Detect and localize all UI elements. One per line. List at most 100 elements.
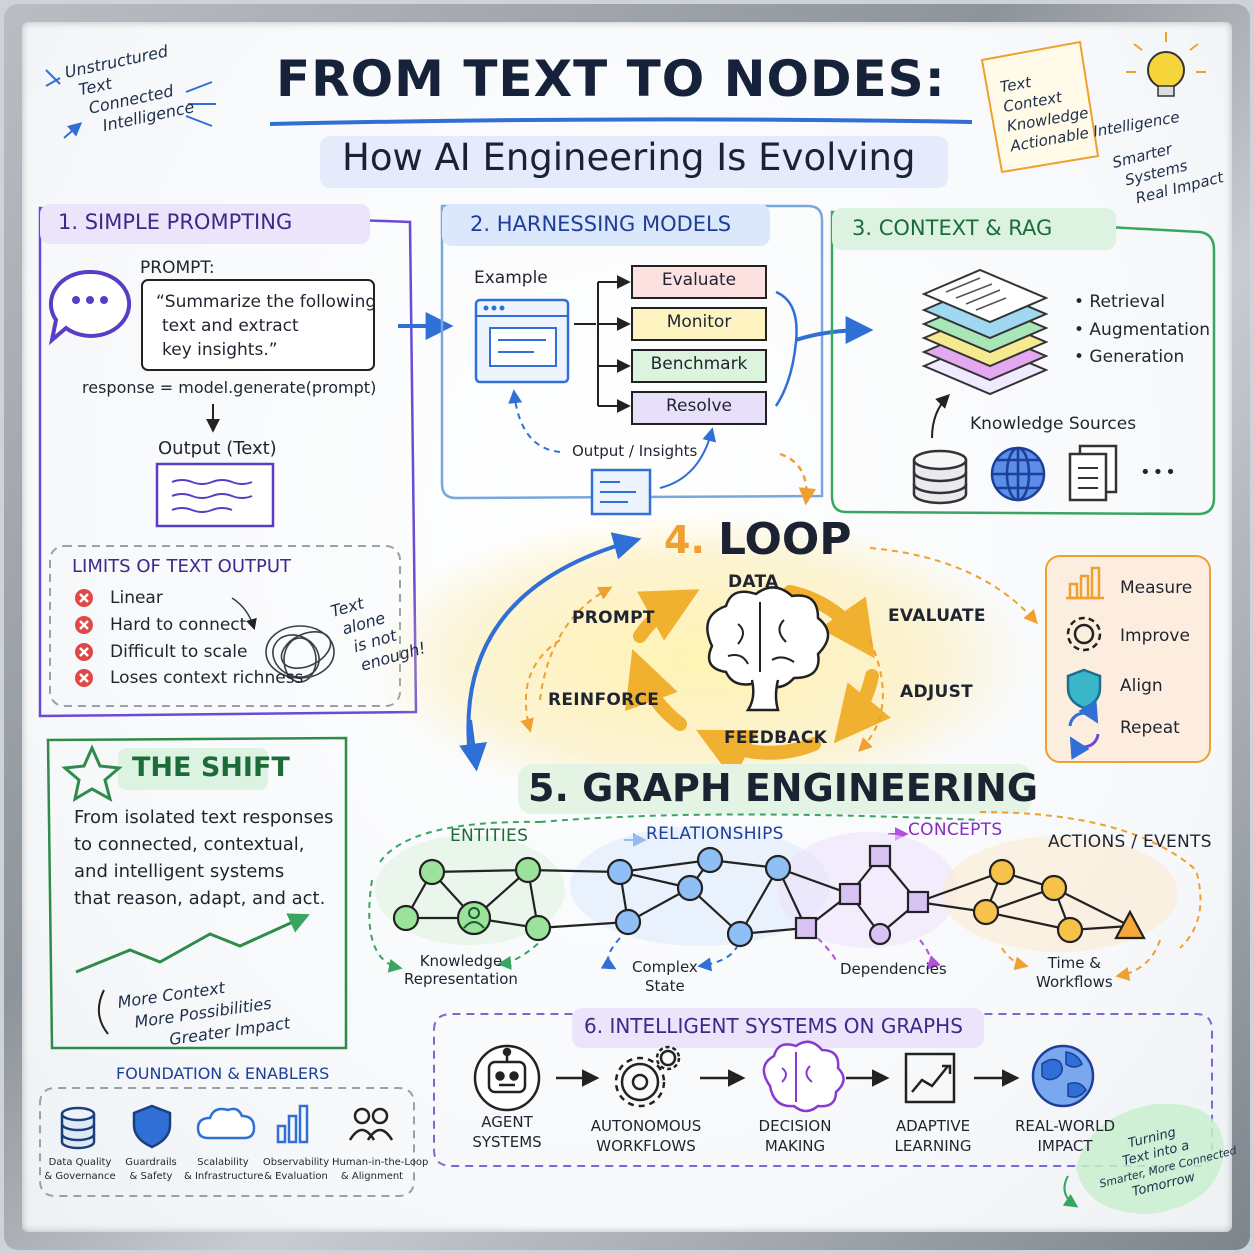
graph-bottom-kr: Knowledge Representation bbox=[404, 952, 518, 988]
foundation-line: Data Quality bbox=[48, 1157, 112, 1168]
speech-bubble-icon bbox=[48, 269, 132, 346]
s6-item-line: IMPACT bbox=[1037, 1137, 1093, 1155]
side-measure: Measure bbox=[1120, 578, 1193, 598]
s6-real-world-impact: REAL-WORLD IMPACT bbox=[1010, 1116, 1120, 1156]
rag-bullet: • Augmentation bbox=[1074, 320, 1211, 340]
prompt-label: PROMPT: bbox=[140, 258, 215, 278]
limit-item: Loses context richness bbox=[110, 668, 304, 688]
prompt-text: “Summarize the following text and extrac… bbox=[156, 290, 376, 362]
s6-item-line: SYSTEMS bbox=[472, 1133, 542, 1151]
observability-bars-icon bbox=[276, 1104, 309, 1144]
arrow-loop-to-side bbox=[869, 547, 1038, 625]
page-subtitle: How AI Engineering Is Evolving bbox=[342, 136, 916, 179]
shift-header: THE SHIFT bbox=[132, 752, 290, 783]
benchmark-label: Benchmark bbox=[650, 354, 748, 374]
foundation-line: Scalability bbox=[197, 1157, 249, 1168]
loop-step-reinforce: REINFORCE bbox=[548, 690, 660, 710]
shift-panel-outline bbox=[46, 736, 348, 1050]
bracket-arrow bbox=[774, 290, 798, 407]
gears-icon bbox=[614, 1045, 681, 1108]
s6-item-line: DECISION bbox=[758, 1117, 832, 1135]
limit-item: Difficult to scale bbox=[110, 642, 248, 662]
action-nodes bbox=[972, 858, 1146, 944]
limits-header: LIMITS OF TEXT OUTPUT bbox=[72, 556, 292, 577]
loop-step-evaluate: EVALUATE bbox=[888, 606, 986, 626]
prompt-text-line: text and extract bbox=[162, 316, 299, 336]
loop-dashed-right bbox=[858, 639, 884, 752]
s6-decision-making: DECISION MAKING bbox=[740, 1116, 850, 1156]
foundation-line: & Safety bbox=[129, 1171, 173, 1182]
code-line: response = model.generate(prompt) bbox=[82, 378, 377, 397]
cs-arrow-left bbox=[600, 937, 621, 970]
foundation-human-in-loop: Human-in-the-Loop & Alignment bbox=[332, 1156, 428, 1184]
resolve-label: Resolve bbox=[665, 396, 732, 416]
shield-icon bbox=[1066, 668, 1102, 710]
graph-bottom-line: Time & bbox=[1047, 954, 1101, 972]
panel-6-header: 6. INTELLIGENT SYSTEMS ON GRAPHS bbox=[584, 1014, 963, 1038]
foundation-scalability: Scalability & Infrastructure bbox=[184, 1156, 263, 1184]
output-text-doc bbox=[155, 462, 275, 528]
loop-number: 4. bbox=[664, 518, 705, 562]
monitor-label: Monitor bbox=[666, 312, 732, 332]
example-label: Example bbox=[474, 268, 548, 288]
graph-dash-top-left bbox=[379, 820, 541, 863]
page-title: FROM TEXT TO NODES: bbox=[276, 50, 946, 108]
graph-header-bg bbox=[518, 764, 1032, 814]
graph-dash-right bbox=[979, 811, 1202, 949]
title-underline bbox=[269, 117, 973, 126]
s6-item-line: AUTONOMOUS bbox=[590, 1117, 702, 1135]
graph-bottom-line: Workflows bbox=[1036, 973, 1113, 991]
graph-bottom-dep: Dependencies bbox=[840, 960, 947, 978]
loop-step-feedback: FEEDBACK bbox=[724, 728, 828, 748]
lightbulb-icon bbox=[1126, 32, 1206, 97]
s6-item-line: WORKFLOWS bbox=[596, 1137, 696, 1155]
subtitle-highlight bbox=[320, 136, 948, 188]
cloud-icon bbox=[196, 1107, 256, 1140]
panel-2-branch-arrows bbox=[574, 275, 631, 413]
panel-1-header: 1. SIMPLE PROMPTING bbox=[58, 210, 293, 234]
rag-bullet: • Retrieval bbox=[1074, 292, 1165, 312]
output-insights-label: Output / Insights bbox=[572, 442, 698, 460]
limit-item: Hard to connect bbox=[110, 615, 247, 635]
graph-header: 5. GRAPH ENGINEERING bbox=[528, 766, 1039, 810]
panel-1-header-bg bbox=[40, 204, 370, 244]
panel-2-outline bbox=[440, 204, 824, 500]
insights-loop-arrow bbox=[508, 389, 561, 453]
graph-bottom-line: Complex bbox=[632, 958, 698, 976]
loop-cycle-arrows bbox=[625, 585, 891, 781]
arrow-loop-down bbox=[459, 719, 487, 772]
panel-3-outline bbox=[830, 210, 1216, 516]
loop-dashed-left-up bbox=[539, 586, 613, 701]
shift-body-line: to connected, contextual, bbox=[74, 834, 305, 855]
rag-bullet: • Generation bbox=[1074, 347, 1185, 367]
graph-bottom-line: Representation bbox=[404, 970, 518, 988]
foundation-line: Observability bbox=[262, 1157, 330, 1168]
side-improve: Improve bbox=[1120, 626, 1190, 646]
graph-label-entities: ENTITIES bbox=[450, 826, 529, 846]
resolve-box bbox=[631, 391, 767, 425]
limit-item: Linear bbox=[110, 588, 163, 608]
brain-decision-icon bbox=[762, 1040, 845, 1113]
loop-step-prompt: PROMPT bbox=[572, 608, 655, 628]
document-stack-icon bbox=[921, 268, 1049, 396]
s6-adaptive-learning: ADAPTIVE LEARNING bbox=[878, 1116, 988, 1156]
s6-item-line: ADAPTIVE bbox=[895, 1117, 971, 1135]
insights-up-arrow bbox=[659, 427, 717, 489]
loop-step-adjust: ADJUST bbox=[900, 682, 974, 702]
s6-agent-systems: AGENT SYSTEMS bbox=[452, 1112, 562, 1152]
s6-item-line: MAKING bbox=[764, 1137, 826, 1155]
panel-2-header: 2. HARNESSING MODELS bbox=[470, 212, 732, 236]
people-icon bbox=[348, 1107, 394, 1141]
globe-impact-icon bbox=[1031, 1044, 1095, 1108]
evaluate-box bbox=[631, 265, 767, 299]
prompt-text-line: “Summarize the following bbox=[156, 292, 377, 312]
shift-body-line: and intelligent systems bbox=[74, 861, 285, 882]
graph-bottom-cs: Complex State bbox=[632, 958, 698, 996]
panel-6-header-bg bbox=[572, 1008, 984, 1048]
tw-arrow bbox=[1001, 947, 1029, 971]
guardrails-shield-icon bbox=[132, 1104, 172, 1149]
foundation-header: FOUNDATION & ENABLERS bbox=[116, 1064, 330, 1083]
arrow-2-to-loop bbox=[779, 452, 817, 506]
person-node-icon bbox=[463, 907, 485, 929]
prompt-text-line: key insights.” bbox=[162, 340, 278, 360]
